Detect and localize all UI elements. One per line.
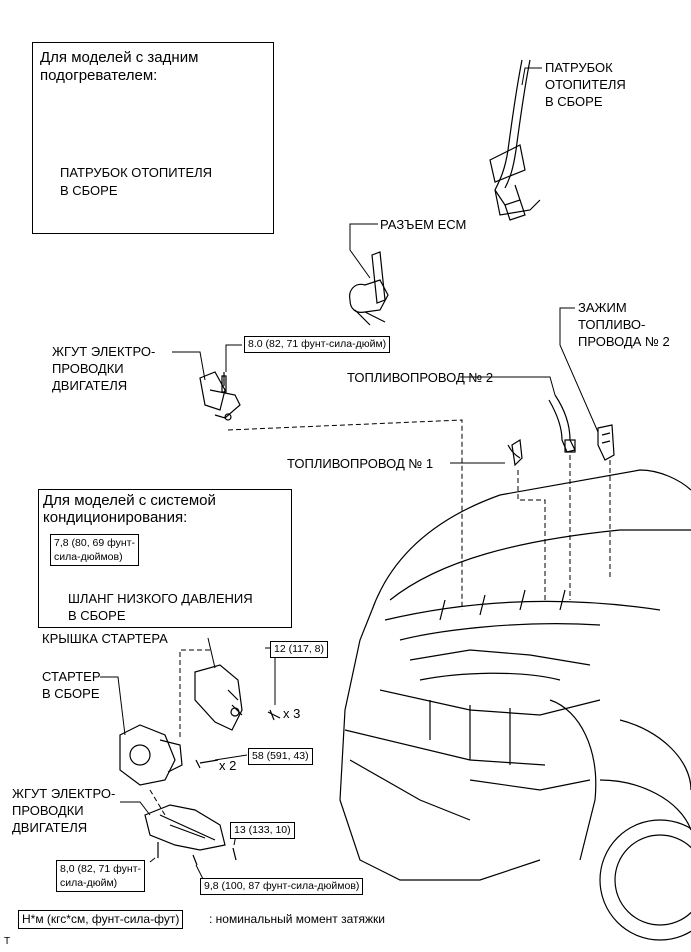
torque-spec-ac: 7,8 (80, 69 фунт- сила-дюймов) (50, 534, 139, 566)
inset-ac-title-2: кондиционирования: (43, 509, 188, 526)
multiplier-x3: x 3 (283, 706, 301, 721)
heater-pipe-label-1: ПАТРУБОК (545, 60, 613, 75)
torque-spec-12: 12 (117, 8) (270, 641, 329, 658)
legend-unit-box: Н*м (кгс*см, фунт-сила-фут) (18, 910, 184, 929)
inset-rear-heater-title-2: подогревателем: (40, 67, 158, 84)
inset-rear-heater-box (32, 42, 274, 234)
fuel-pipe-1-label: ТОПЛИВОПРОВОД № 1 (287, 456, 434, 471)
legend-description: : номинальный момент затяжки (209, 912, 385, 926)
torque-spec-58: 58 (591, 43) (248, 748, 313, 765)
ac-hose-label-1: ШЛАНГ НИЗКОГО ДАВЛЕНИЯ (68, 591, 253, 606)
harness-bottom-label-2: ПРОВОДКИ (12, 803, 84, 818)
ecm-connector-label: РАЗЪЕМ ЕСМ (380, 217, 467, 232)
multiplier-x2: x 2 (219, 758, 237, 773)
torque-spec-13: 13 (133, 10) (230, 822, 295, 839)
harness-bracket-top-drawing (199, 371, 241, 421)
inset-heater-pipe-label-2: В СБОРЕ (60, 183, 118, 198)
harness-top-label-2: ПРОВОДКИ (52, 361, 124, 376)
torque-spec-top: 8.0 (82, 71 фунт-сила-дюйм) (244, 336, 391, 353)
harness-bottom-label-1: ЖГУТ ЭЛЕКТРО- (12, 786, 116, 801)
torque-spec-98: 9,8 (100, 87 фунт-сила-дюймов) (200, 878, 364, 895)
ecm-connector-drawing (349, 251, 389, 326)
harness-top-label-1: ЖГУТ ЭЛЕКТРО- (52, 344, 156, 359)
torque-spec-bottom-left: 8,0 (82, 71 фунт- сила-дюйм) (56, 860, 145, 892)
fuel-clamp-drawing (597, 424, 615, 461)
ac-hose-label-2: В СБОРЕ (68, 608, 126, 623)
starter-drawing (119, 724, 183, 786)
inset-heater-pipe-label-1: ПАТРУБОК ОТОПИТЕЛЯ (60, 165, 213, 180)
harness-bottom-drawing (144, 804, 226, 851)
bolts-drawing (157, 375, 281, 866)
torque-spec-ac-line1: 7,8 (80, 69 фунт- (54, 537, 135, 549)
harness-bottom-label-3: ДВИГАТЕЛЯ (12, 820, 88, 835)
starter-cover-label: КРЫШКА СТАРТЕРА (42, 631, 168, 646)
inset-ac-title-1: Для моделей с системой (43, 492, 216, 509)
vehicle-drawing (339, 469, 691, 941)
heater-pipe-label-3: В СБОРЕ (545, 94, 603, 109)
inset-rear-heater-title-1: Для моделей с задним (40, 49, 199, 66)
heater-pipe-drawing (489, 59, 541, 221)
starter-label-2: В СБОРЕ (42, 686, 100, 701)
torque-spec-ac-line2: сила-дюймов) (54, 551, 123, 563)
fuel-clamp-label-1: ЗАЖИМ (578, 300, 627, 315)
starter-label-1: СТАРТЕР (42, 669, 101, 684)
fuel-pipe-2-drawing (548, 394, 576, 453)
fuel-clamp-label-3: ПРОВОДА № 2 (578, 334, 670, 349)
harness-top-label-3: ДВИГАТЕЛЯ (52, 378, 128, 393)
fuel-clamp-label-2: ТОПЛИВО- (578, 317, 646, 332)
fuel-pipe-2-label: ТОПЛИВОПРОВОД № 2 (347, 370, 494, 385)
dashed-guide-lines (149, 419, 611, 816)
heater-pipe-label-2: ОТОПИТЕЛЯ (545, 77, 626, 92)
starter-cover-drawing (194, 664, 243, 731)
torque-spec-bottom-left-line2: сила-дюйм) (60, 877, 118, 889)
fuel-pipe-1-drawing (507, 438, 523, 467)
torque-spec-bottom-left-line1: 8,0 (82, 71 фунт- (60, 863, 141, 875)
corner-mark: T (4, 936, 11, 947)
